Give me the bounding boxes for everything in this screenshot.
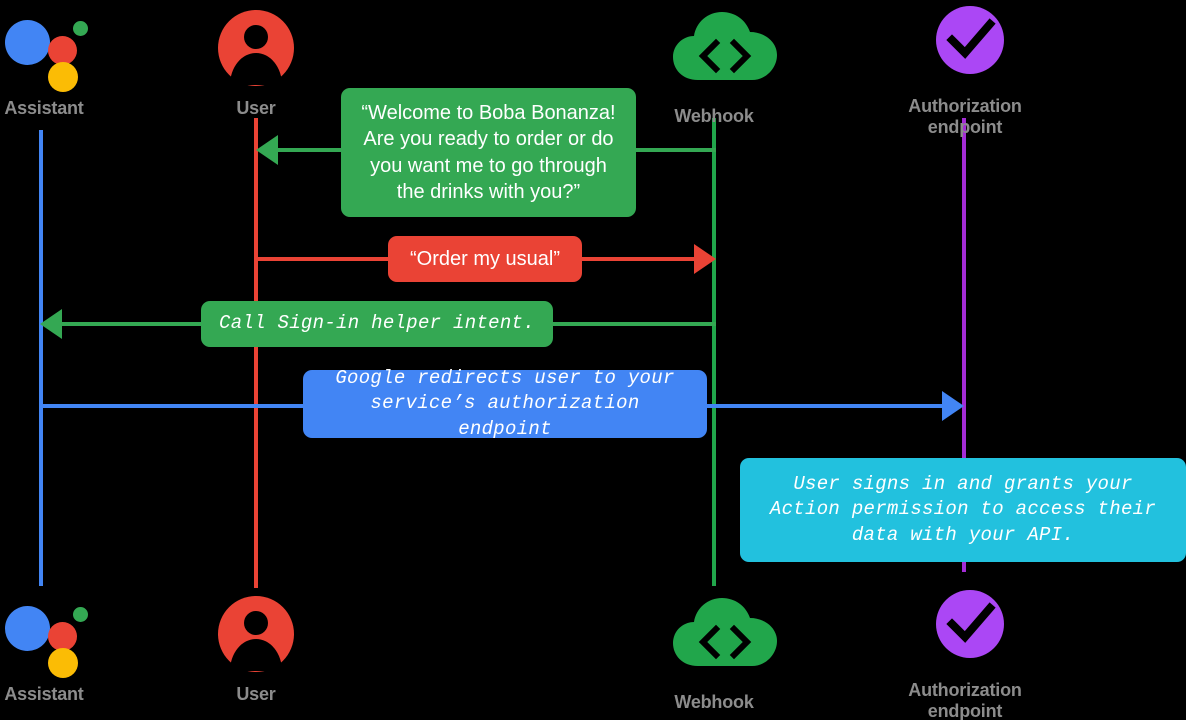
lifeline-assistant	[39, 130, 43, 586]
check-mark-icon	[946, 602, 996, 643]
actor-user-bottom: User	[151, 594, 361, 705]
cloud-code-icon-bottom	[672, 592, 777, 676]
actor-label-assistant: Assistant	[4, 98, 84, 118]
assistant-dot-yellow	[48, 62, 78, 92]
actor-label-webhook-bottom: Webhook	[674, 692, 754, 712]
user-avatar-head	[244, 25, 268, 49]
actor-label-authorization: Authorization endpoint	[908, 96, 1022, 137]
bubble-welcome: “Welcome to Boba Bonanza! Are you ready …	[341, 88, 636, 217]
bubble-call-signin-helper: Call Sign-in helper intent.	[201, 301, 553, 347]
msg-welcome-arrowhead	[256, 135, 278, 165]
cloud-code-svg	[673, 12, 777, 80]
purple-check-icon-bottom	[923, 588, 1007, 672]
actor-label-user-bottom: User	[236, 684, 276, 704]
google-assistant-icon	[2, 8, 88, 92]
actor-authorization-bottom: Authorization endpoint	[860, 588, 1070, 720]
actor-webhook-bottom: Webhook	[609, 592, 819, 713]
msg-signin-arrowhead	[40, 309, 62, 339]
actor-authorization-top: Authorization endpoint	[860, 4, 1070, 138]
actor-label-assistant-bottom: Assistant	[4, 684, 84, 704]
actor-user-top: User	[151, 8, 361, 119]
assistant-dot-red	[48, 622, 77, 651]
assistant-dot-green	[73, 607, 88, 622]
msg-redirect-arrowhead	[942, 391, 964, 421]
bubble-grants-text: User signs in and grants your Action per…	[769, 473, 1157, 546]
actor-assistant-bottom: Assistant	[0, 594, 149, 705]
actor-label-authorization-bottom: Authorization endpoint	[908, 680, 1022, 720]
user-avatar-head	[244, 611, 268, 635]
bubble-welcome-text: “Welcome to Boba Bonanza! Are you ready …	[361, 101, 616, 203]
assistant-dot-yellow	[48, 648, 78, 678]
assistant-dot-green	[73, 21, 88, 36]
bubble-order-text: “Order my usual”	[409, 247, 561, 270]
assistant-dot-blue	[5, 20, 50, 65]
cloud-code-svg	[673, 598, 777, 666]
lifeline-authorization	[962, 118, 966, 572]
bubble-redirect-text: Google redirects user to your service’s …	[335, 367, 675, 440]
user-avatar-icon-bottom	[214, 594, 298, 678]
msg-order-arrowhead	[694, 244, 716, 274]
assistant-dot-blue	[5, 606, 50, 651]
lifeline-user	[254, 118, 258, 588]
purple-check-icon	[923, 4, 1007, 88]
lifeline-webhook	[712, 118, 716, 586]
actor-label-user: User	[236, 98, 276, 118]
actor-webhook-top: Webhook	[609, 6, 819, 127]
user-avatar-icon	[214, 8, 298, 92]
cloud-code-icon	[672, 6, 777, 90]
bubble-user-grants-permission: User signs in and grants your Action per…	[740, 458, 1186, 562]
bubble-google-redirect: Google redirects user to your service’s …	[303, 367, 707, 440]
actor-label-webhook: Webhook	[674, 106, 754, 126]
check-mark-icon	[946, 18, 996, 59]
google-assistant-icon-bottom	[2, 594, 88, 678]
bubble-order-my-usual: “Order my usual”	[388, 236, 582, 282]
bubble-signin-text: Call Sign-in helper intent.	[219, 312, 535, 335]
assistant-dot-red	[48, 36, 77, 65]
actor-assistant-top: Assistant	[0, 8, 149, 119]
